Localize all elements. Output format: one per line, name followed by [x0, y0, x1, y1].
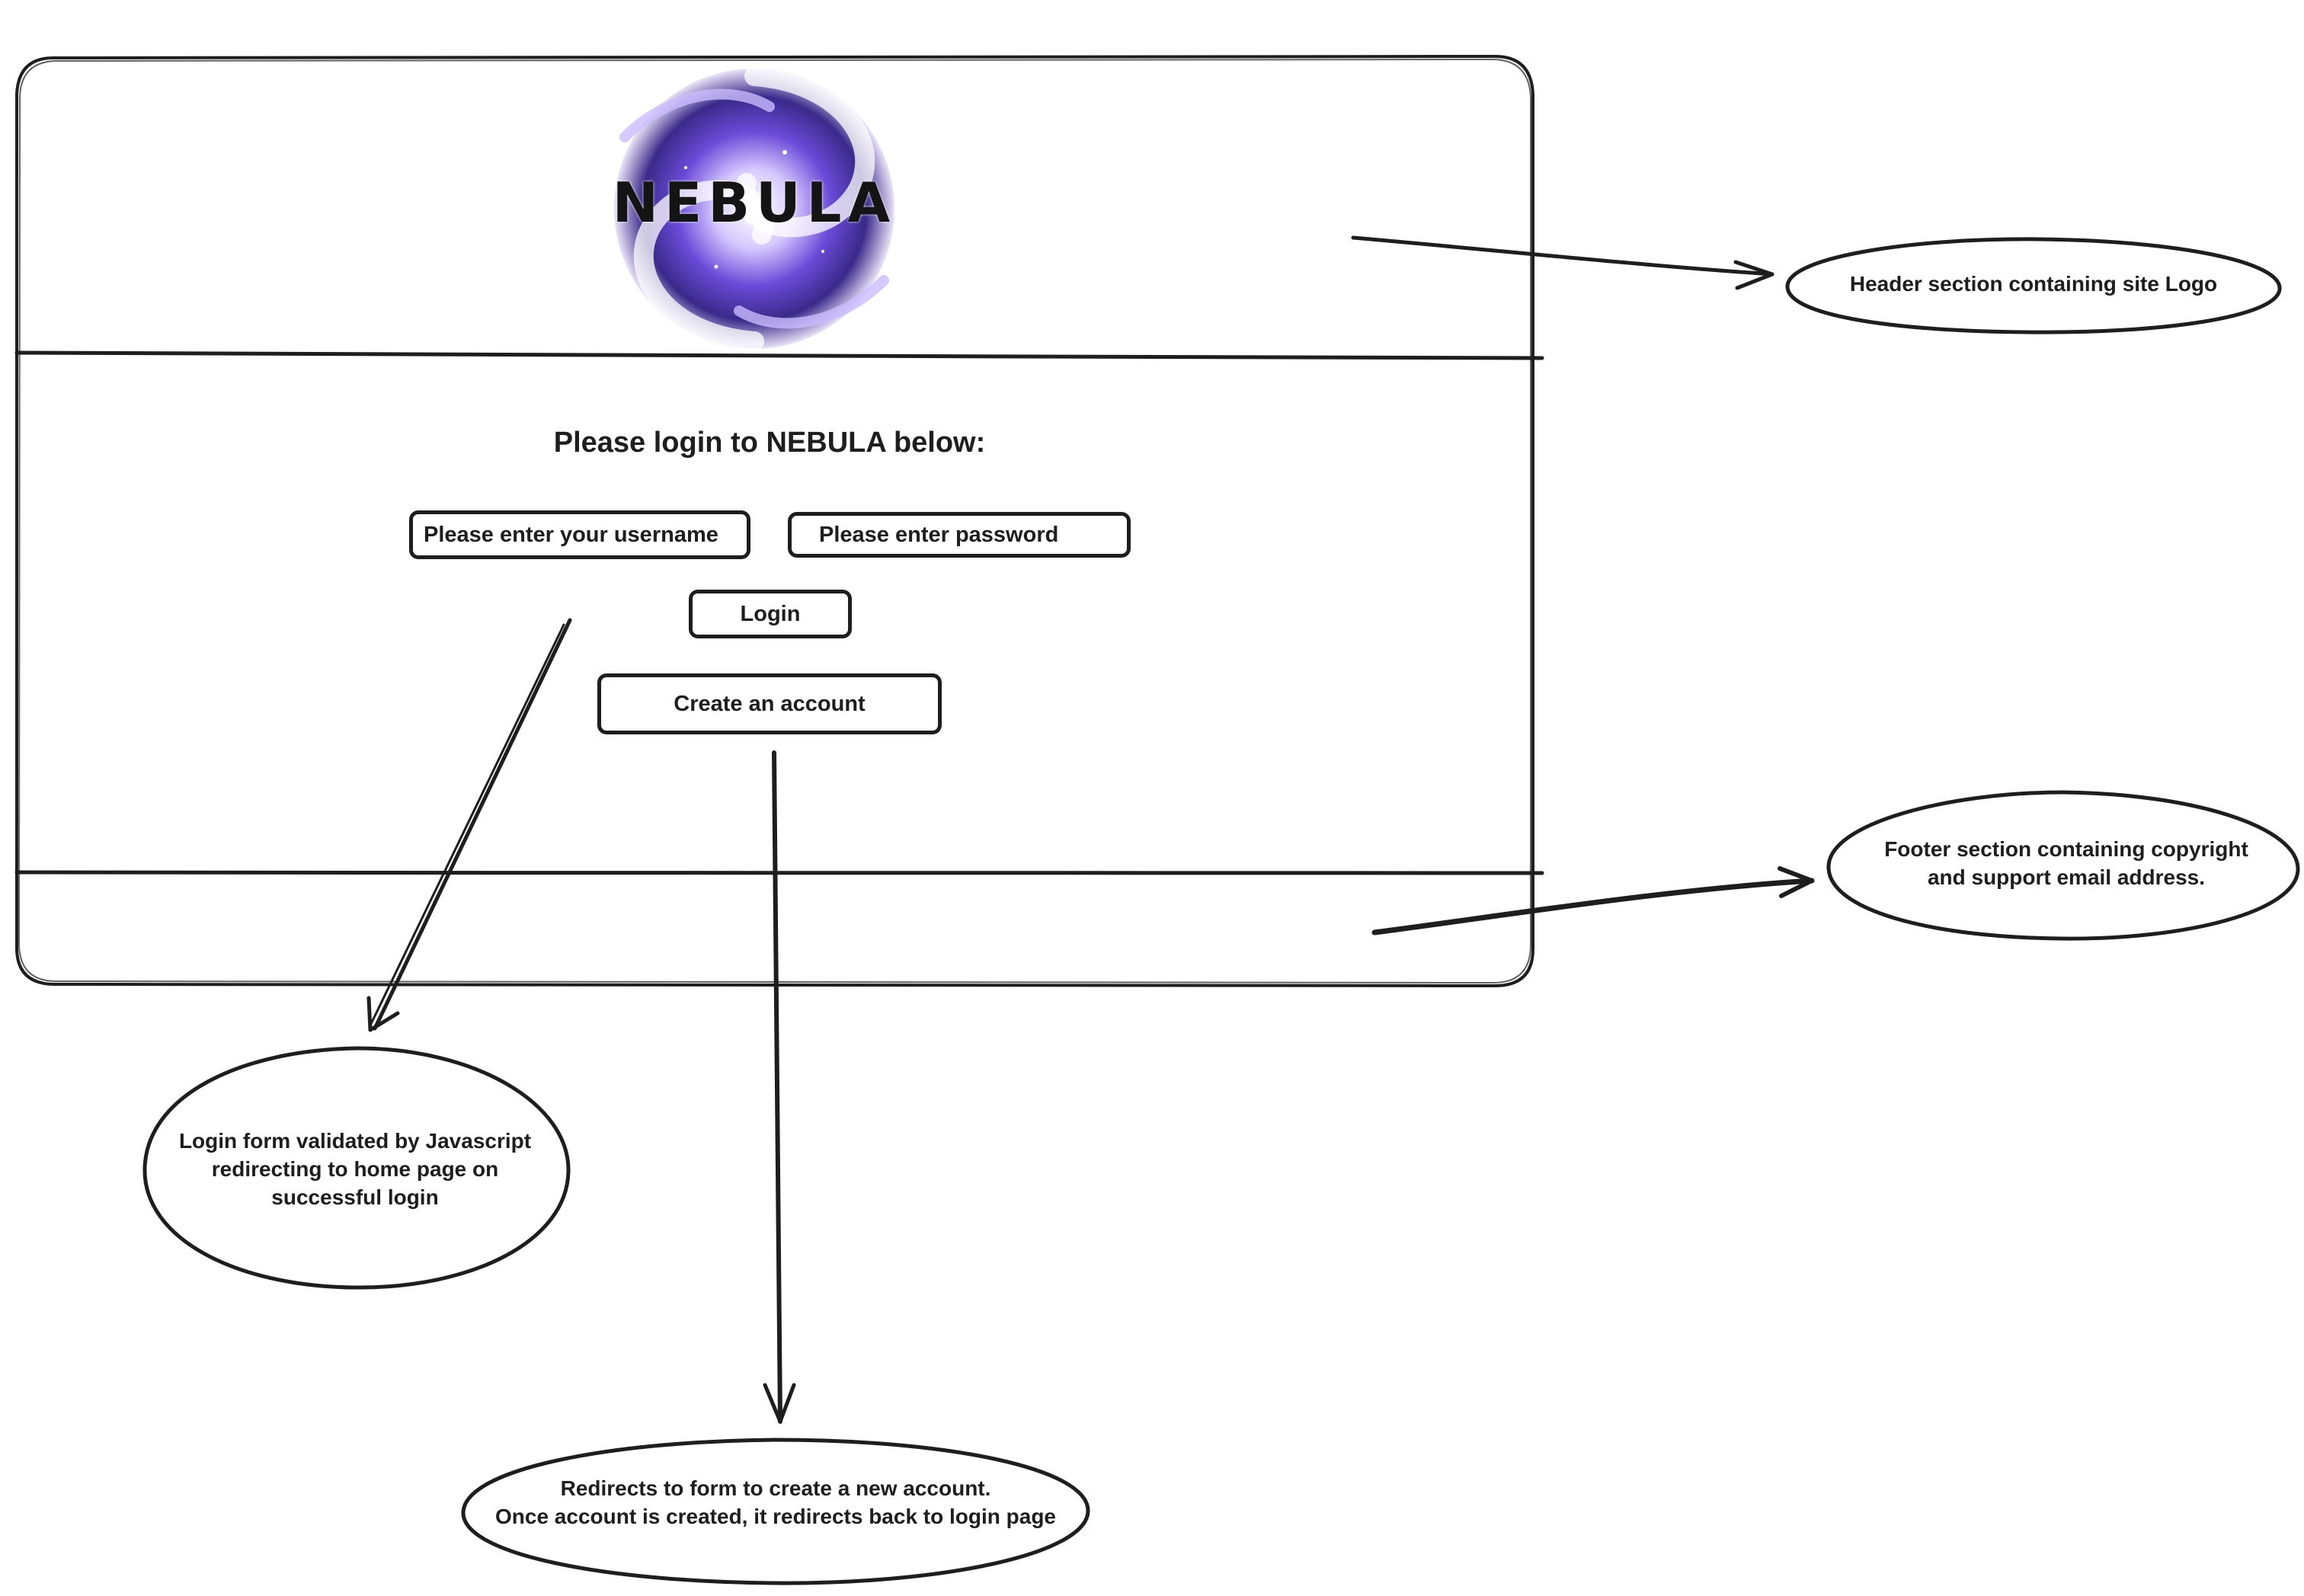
footer-divider — [14, 870, 1544, 875]
wireframe-frame — [15, 55, 1534, 987]
footer-annotation-arrow — [1371, 866, 1815, 936]
nebula-logo-image — [605, 59, 904, 358]
header-annotation-text: Header section containing site Logo — [1849, 272, 2218, 296]
username-input[interactable] — [409, 510, 750, 559]
login-form-title: Please login to NEBULA below: — [553, 427, 986, 459]
create-account-note-ellipse — [461, 1438, 1090, 1585]
password-input[interactable] — [788, 512, 1131, 558]
create-account-button[interactable]: Create an account — [597, 673, 942, 734]
header-annotation-arrow — [1351, 235, 1774, 290]
site-logo-text: NEBULA — [612, 171, 897, 235]
footer-annotation-text: Footer section containing copyright and … — [1884, 837, 2248, 889]
login-button[interactable]: Login — [689, 590, 852, 638]
login-note-ellipse — [142, 1046, 571, 1290]
create-account-annotation-arrow — [763, 750, 796, 1424]
login-annotation-arrow — [366, 618, 572, 1032]
login-annotation-text: Login form validated by Javascript redir… — [178, 1129, 532, 1209]
create-account-annotation-text: Redirects to form to create a new accoun… — [495, 1476, 1056, 1528]
header-note-ellipse — [1785, 237, 2282, 334]
footer-note-ellipse — [1826, 790, 2300, 941]
wireframe-frame-trace — [18, 59, 1531, 984]
